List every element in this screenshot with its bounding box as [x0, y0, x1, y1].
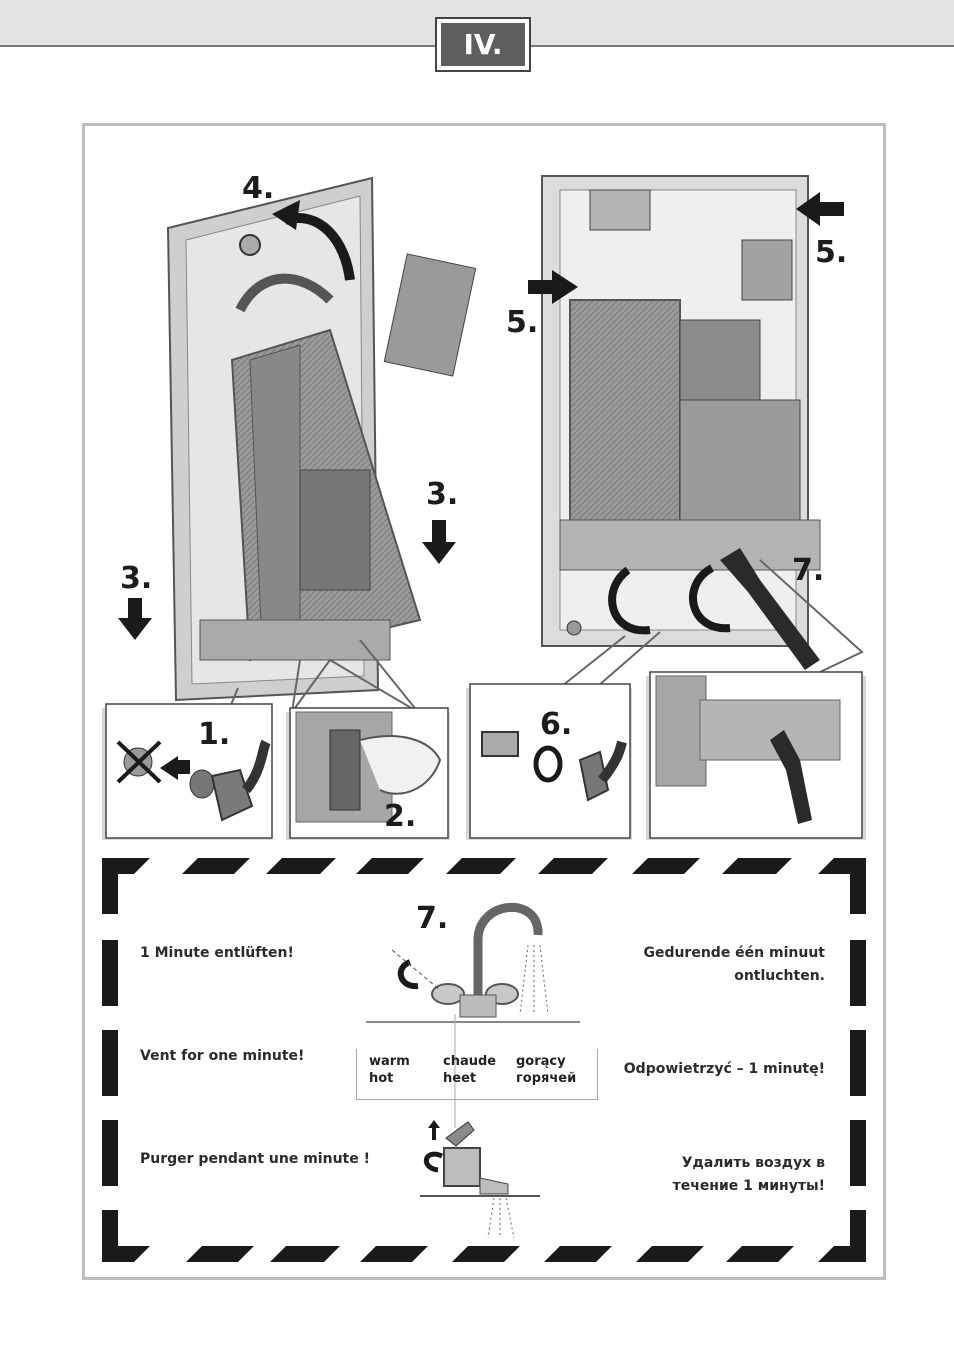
vent-text-ru-line2: течение 1 минуты! — [672, 1178, 825, 1194]
section-label: IV. — [441, 23, 525, 66]
step-5-left-label: 5. — [506, 305, 538, 340]
step-7-vent-label: 7. — [416, 901, 448, 936]
left-device — [166, 176, 477, 702]
step-7-wrench-label: 7. — [792, 553, 824, 588]
step-5-right-label: 5. — [815, 235, 847, 270]
legend-heet: heet — [443, 1071, 477, 1086]
left-arrow-icon — [796, 192, 844, 226]
single-lever-faucet — [420, 1120, 540, 1239]
wrench-icon — [720, 548, 820, 670]
rotate-left-icon — [608, 566, 651, 635]
rotate-right-icon — [689, 564, 731, 633]
vent-text-pl: Odpowietrzyć – 1 minutę! — [623, 1061, 825, 1077]
vent-text-nl-line1: Gedurende één minuut — [643, 945, 825, 961]
vent-text-en: Vent for one minute! — [140, 1048, 305, 1064]
vent-text-nl: Gedurende één minuut ontluchten. — [643, 942, 825, 988]
legend-col-2: chaude heet — [443, 1053, 496, 1087]
down-arrow-icon — [422, 520, 456, 564]
step-2-label: 2. — [384, 799, 416, 834]
legend-goracy: gorący — [516, 1054, 566, 1069]
detail-panel-1 — [102, 703, 273, 840]
legend-chaude: chaude — [443, 1054, 497, 1069]
step-1-label: 1. — [198, 717, 230, 752]
right-arrow-icon — [528, 270, 578, 304]
vent-text-ru-line1: Удалить воздух в — [681, 1155, 825, 1171]
section-badge: IV. — [435, 17, 531, 72]
right-device — [541, 175, 821, 647]
legend-col-1: warm hot — [369, 1053, 410, 1087]
down-arrow-icon — [118, 598, 152, 640]
detail-panel-2 — [286, 707, 450, 840]
step-3-left-label: 3. — [120, 561, 152, 596]
vent-text-ru: Удалить воздух в течение 1 минуты! — [673, 1152, 825, 1198]
legend-goryachey: горячей — [516, 1071, 577, 1086]
detail-panel-6 — [466, 683, 632, 840]
legend-warm: warm — [369, 1054, 410, 1069]
vent-text-de: 1 Minute entlüften! — [140, 945, 294, 961]
legend-col-3: gorący горячей — [516, 1053, 576, 1087]
vent-text-fr: Purger pendant une minute ! — [140, 1151, 370, 1167]
step-6-label: 6. — [540, 707, 572, 742]
step-3-right-label: 3. — [426, 477, 458, 512]
vent-text-nl-line2: ontluchten. — [734, 968, 825, 984]
legend-hot: hot — [369, 1071, 394, 1086]
hot-water-legend: warm hot chaude heet gorący горячей — [356, 1049, 598, 1100]
step-4-label: 4. — [242, 171, 274, 206]
two-handle-faucet — [366, 903, 580, 1023]
detail-panel-7 — [646, 671, 866, 840]
hazard-border — [102, 858, 866, 1262]
